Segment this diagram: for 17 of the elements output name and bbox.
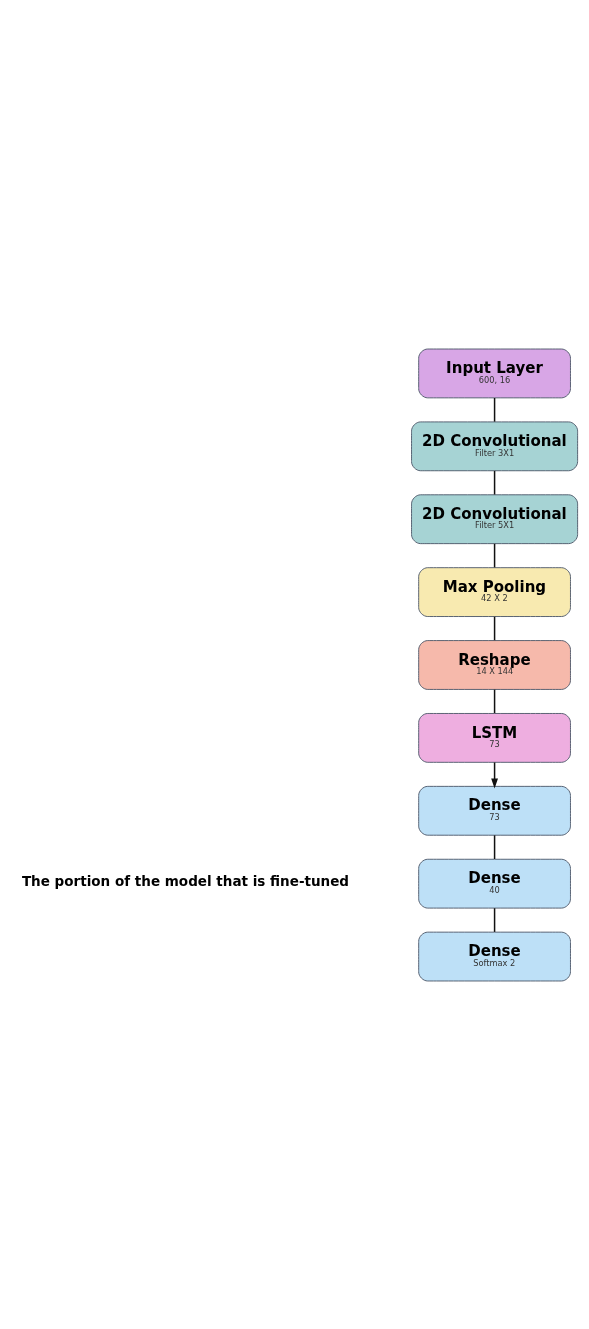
connector <box>493 396 496 422</box>
connector <box>493 688 496 714</box>
node-box: Input Layer 600, 16 <box>418 348 571 398</box>
connector <box>493 542 496 568</box>
label: The portion of the model that is fine-tuned <box>21 872 350 889</box>
node-box: 2D Convolutional Filter 3X1 <box>411 420 579 471</box>
node-box: Dense 40 <box>418 858 571 909</box>
node-box: Dense 73 <box>418 785 571 836</box>
node-box: 2D Convolutional Filter 5X1 <box>411 493 579 544</box>
node-box: Dense Softmax 2 <box>418 931 571 981</box>
node-box: Reshape 14 X 144 <box>418 639 571 690</box>
connector <box>493 906 496 933</box>
connector <box>493 615 496 641</box>
connector <box>493 834 496 860</box>
node-box: Max Pooling 42 X 2 <box>418 566 571 617</box>
connector <box>493 469 496 495</box>
node-box: LSTM 73 <box>418 712 571 763</box>
